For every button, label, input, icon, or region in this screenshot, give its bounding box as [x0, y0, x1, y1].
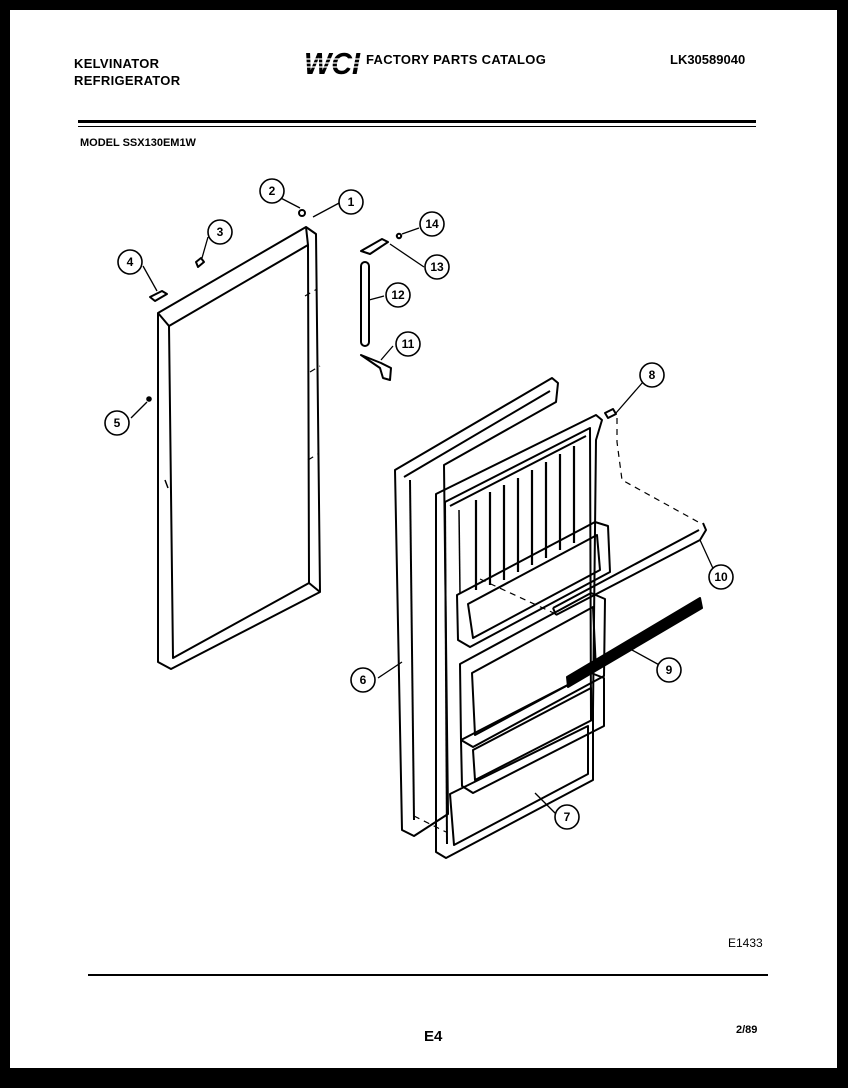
leader-lines [130, 193, 717, 816]
callout-10: 10 [708, 564, 734, 590]
svg-text:14: 14 [425, 217, 439, 231]
svg-text:13: 13 [430, 260, 444, 274]
header-rule-thin [78, 126, 756, 127]
part-11-lower-hinge [360, 354, 392, 381]
callout-5: 5 [104, 410, 130, 436]
callout-6: 6 [350, 667, 376, 693]
exploded-parts-diagram: 1 2 3 4 5 6 7 8 9 10 11 12 13 14 [104, 178, 734, 859]
svg-text:9: 9 [666, 663, 673, 677]
svg-text:1: 1 [348, 195, 355, 209]
freezer-door-frame [157, 226, 321, 670]
callout-7: 7 [554, 804, 580, 830]
date-code: 2/89 [736, 1024, 758, 1036]
svg-text:5: 5 [114, 416, 121, 430]
svg-text:7: 7 [564, 810, 571, 824]
part-14-hinge-pin [395, 232, 403, 240]
callout-4: 4 [117, 249, 143, 275]
svg-text:3: 3 [217, 225, 224, 239]
callout-2: 2 [259, 178, 285, 204]
part-3-screw [195, 257, 205, 268]
page-id: E4 [424, 1028, 443, 1045]
svg-text:4: 4 [127, 255, 134, 269]
figure-code: E1433 [728, 936, 763, 950]
part-4-clip [149, 290, 168, 302]
part-5-pin [146, 396, 152, 402]
footer-rule [88, 974, 768, 976]
door-gasket-part-6 [394, 377, 559, 837]
product-type: REFRIGERATOR [74, 73, 181, 88]
catalog-title: FACTORY PARTS CATALOG [366, 52, 547, 67]
header-rule-thick [78, 120, 756, 123]
callout-13: 13 [424, 254, 450, 280]
assembly-lines [304, 288, 701, 833]
svg-text:12: 12 [391, 288, 405, 302]
part-9-retainer-bar [566, 597, 703, 688]
callouts: 1 2 3 4 5 6 7 8 9 10 11 12 13 14 [104, 178, 734, 830]
catalog-number: LK30589040 [670, 52, 746, 67]
callout-11: 11 [395, 331, 421, 357]
part-10-shelf-rod [552, 522, 707, 616]
part-2-screw [298, 209, 306, 217]
svg-text:6: 6 [360, 673, 367, 687]
part-12-hinge-rod [360, 261, 370, 347]
inner-door-liner-part-7 [435, 414, 611, 859]
callout-12: 12 [385, 282, 411, 308]
brand-name: KELVINATOR [74, 56, 160, 71]
callout-14: 14 [419, 211, 445, 237]
wci-logo: WCI [304, 48, 361, 78]
part-13-hinge-bracket [360, 238, 389, 255]
svg-text:2: 2 [269, 184, 276, 198]
callout-8: 8 [639, 362, 665, 388]
model-number: MODEL SSX130EM1W [80, 137, 196, 149]
svg-text:8: 8 [649, 368, 656, 382]
part-8-screw [604, 408, 617, 419]
catalog-sheet: KELVINATOR REFRIGERATOR WCI FACTORY PART… [10, 10, 837, 1068]
svg-text:11: 11 [402, 337, 415, 351]
callout-3: 3 [207, 219, 233, 245]
callout-9: 9 [656, 657, 682, 683]
callout-1: 1 [338, 189, 364, 215]
svg-text:10: 10 [714, 570, 728, 584]
